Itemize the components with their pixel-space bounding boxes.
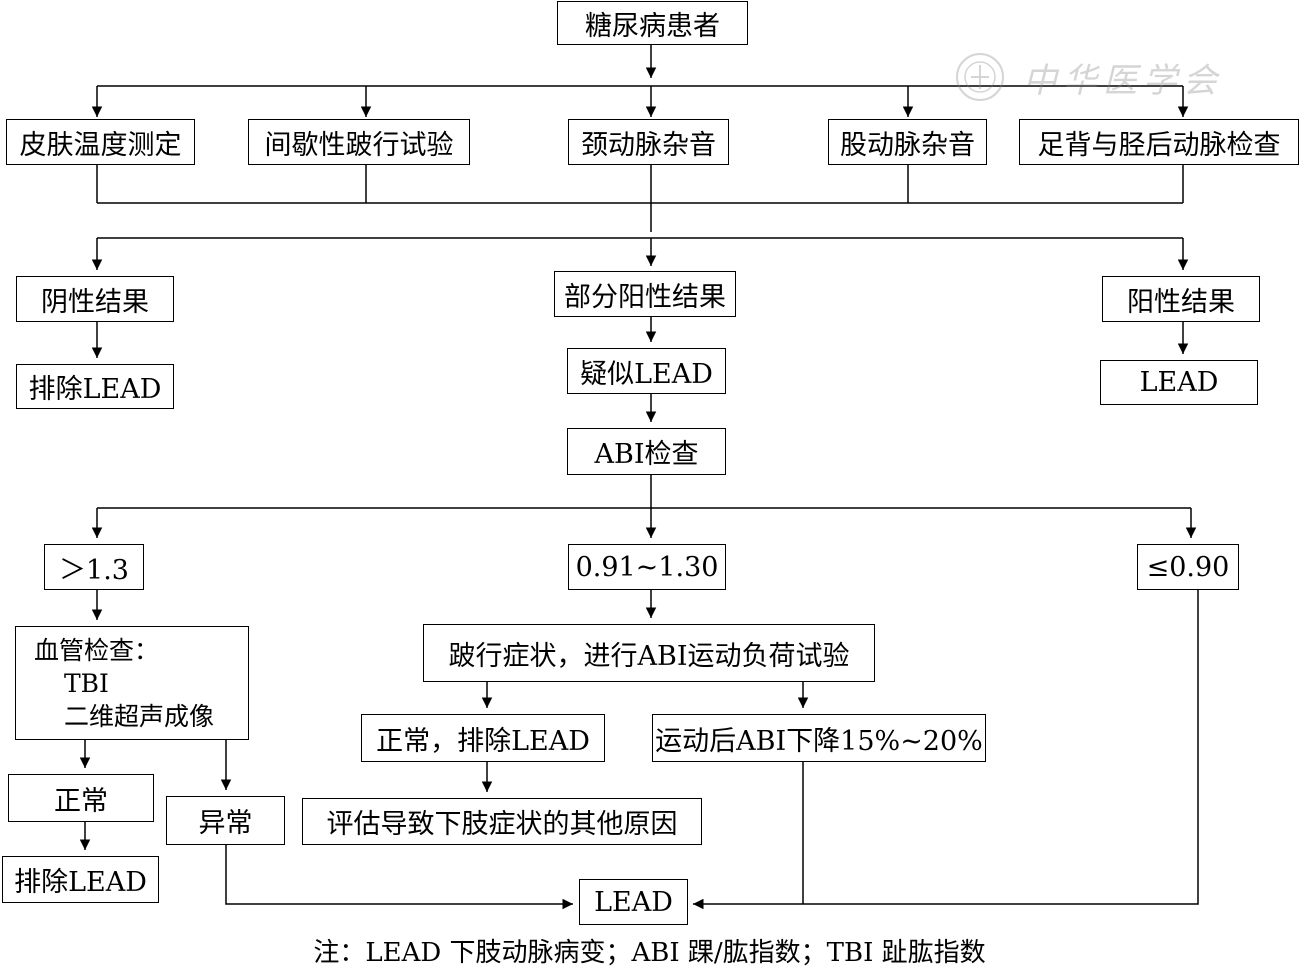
node-claudication-test: 间歇性跛行试验 [248,119,470,165]
watermark: 中华医学会 [955,52,1223,102]
node-suspected-lead: 疑似LEAD [567,348,726,394]
node-lead-final: LEAD [579,879,688,925]
connector [225,845,573,910]
node-vascular-exam: 血管检查： TBI 二维超声成像 [15,626,249,740]
society-seal-icon [956,53,1004,101]
node-abi-gt: ＞1.3 [44,544,144,590]
node-claudication-exercise: 跛行症状，进行ABI运动负荷试验 [423,624,875,682]
node-lead: LEAD [1100,360,1258,405]
node-patient: 糖尿病患者 [557,1,748,45]
node-skin-temp: 皮肤温度测定 [6,119,195,165]
node-abi-exam: ABI检查 [567,428,726,475]
vascular-exam-ultrasound: 二维超声成像 [64,701,215,731]
node-normal-exclude: 正常，排除LEAD [361,714,605,762]
node-femoral-bruit: 股动脉杂音 [828,119,987,165]
node-carotid-bruit: 颈动脉杂音 [568,119,729,165]
node-negative: 阴性结果 [16,276,174,322]
footnote: 注：LEAD 下肢动脉病变；ABI 踝/肱指数；TBI 趾肱指数 [313,938,986,968]
node-normal: 正常 [8,774,154,822]
watermark-text: 中华医学会 [1023,60,1223,101]
node-partial-positive: 部分阳性结果 [554,271,736,317]
node-abnormal: 异常 [166,796,285,845]
connector [693,590,1199,910]
node-evaluate-other: 评估导致下肢症状的其他原因 [302,798,702,845]
node-abi-le: ≤0.90 [1137,544,1239,590]
node-exclude-lead: 排除LEAD [16,364,174,409]
vascular-exam-tbi: TBI [64,668,109,698]
node-abi-mid: 0.91~1.30 [568,544,726,590]
vascular-exam-title: 血管检查： [34,635,160,665]
node-abi-drop: 运动后ABI下降15%~20% [652,714,986,762]
node-exclude-lead-2: 排除LEAD [2,856,159,903]
node-positive: 阳性结果 [1102,276,1260,322]
node-pedal-exam: 足背与胫后动脉检查 [1019,119,1299,165]
